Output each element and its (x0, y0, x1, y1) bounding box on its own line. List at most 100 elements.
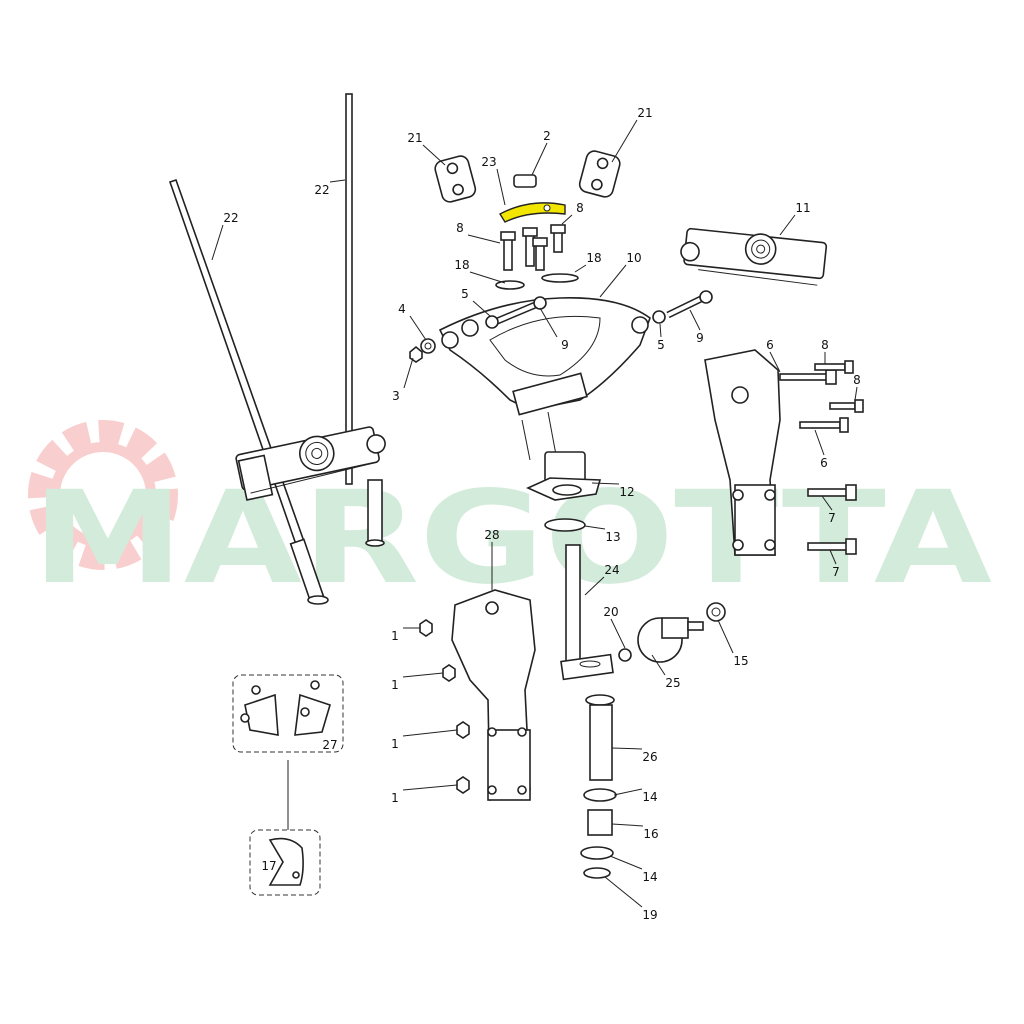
callout-1: 1 (391, 678, 399, 692)
leader-line (584, 525, 606, 530)
callout-7: 7 (828, 511, 836, 525)
callout-8: 8 (821, 338, 829, 352)
leader-line (574, 264, 587, 273)
leader-line (609, 855, 643, 870)
bolt-9-left (493, 296, 547, 326)
callout-4: 4 (398, 302, 406, 316)
callout-11: 11 (795, 201, 810, 215)
callout-5: 5 (461, 287, 469, 301)
leader-line (422, 144, 446, 166)
callout-8: 8 (456, 221, 464, 235)
callout-27: 27 (322, 738, 337, 752)
callout-6: 6 (820, 456, 828, 470)
clamp-assembly-left (235, 426, 386, 501)
leader-line (611, 747, 643, 750)
watermark-logo: MARGOTTA (28, 420, 992, 613)
bushing-2 (513, 174, 537, 188)
callout-24: 24 (604, 563, 619, 577)
fork-bracket-right (704, 349, 781, 556)
clamp-assembly-11 (680, 227, 828, 286)
leader-line (329, 179, 346, 183)
leader-line (611, 119, 638, 163)
callout-26: 26 (642, 750, 657, 764)
leader-line (769, 351, 781, 373)
rod-22-right (345, 93, 385, 547)
callout-9: 9 (696, 331, 704, 345)
leader-line (539, 307, 558, 338)
leader-line (599, 264, 627, 298)
callout-15: 15 (733, 654, 748, 668)
callout-7: 7 (832, 565, 840, 579)
leader-line (613, 788, 643, 796)
shaft-stack-26 (580, 694, 617, 879)
plate-21-left (434, 155, 477, 203)
callout-8: 8 (576, 201, 584, 215)
leader-line (409, 315, 427, 341)
leader-line (689, 309, 701, 331)
leader-line (814, 429, 825, 456)
leader-lines (211, 119, 858, 908)
callout-25: 25 (665, 676, 680, 690)
callout-1: 1 (391, 737, 399, 751)
callout-21: 21 (407, 131, 422, 145)
leader-line (610, 618, 626, 649)
steering-stem-12 (526, 451, 602, 501)
leader-line (467, 234, 501, 244)
washers-5 (485, 310, 666, 329)
bolts-8-top (500, 224, 566, 271)
shaft-24 (560, 544, 614, 681)
callout-21: 21 (637, 106, 652, 120)
callout-18: 18 (586, 251, 601, 265)
o-ring-13 (544, 518, 586, 532)
callout-2: 2 (543, 129, 551, 143)
callout-23: 23 (481, 155, 496, 169)
fork-bracket-28 (451, 589, 536, 802)
callout-17: 17 (261, 859, 276, 873)
kit-27 (232, 674, 344, 896)
leader-line (561, 214, 573, 225)
callout-22: 22 (314, 183, 329, 197)
leader-line (496, 168, 506, 206)
leader-line (469, 271, 506, 284)
callout-10: 10 (626, 251, 641, 265)
leader-line (854, 386, 858, 401)
leader-line (829, 549, 837, 565)
leader-line (403, 357, 414, 389)
gear-assembly-25 (618, 602, 726, 663)
washers-18 (495, 273, 579, 290)
leader-line (651, 654, 666, 676)
callout-19: 19 (642, 908, 657, 922)
leader-line (659, 323, 662, 338)
callout-1: 1 (391, 791, 399, 805)
plate-21-right (578, 150, 621, 198)
leader-line (211, 224, 224, 261)
bracket-23-highlighted (499, 202, 566, 223)
callout-8: 8 (853, 373, 861, 387)
leader-line (472, 300, 491, 317)
callout-18: 18 (454, 258, 469, 272)
callout-22: 22 (223, 211, 238, 225)
callout-9: 9 (561, 338, 569, 352)
nut-3-washer-4 (409, 338, 436, 363)
leader-line (611, 823, 644, 827)
callout-3: 3 (392, 389, 400, 403)
rod-22-left (168, 178, 329, 605)
bolts-6-7-8-right (779, 360, 864, 555)
callout-1: 1 (391, 629, 399, 643)
callout-5: 5 (657, 338, 665, 352)
leader-line (584, 576, 605, 596)
leader-line (779, 214, 796, 236)
bolt-9-right (666, 290, 713, 319)
leader-line (604, 876, 643, 908)
callout-12: 12 (619, 485, 634, 499)
callout-16: 16 (643, 827, 658, 841)
leader-line (402, 729, 458, 737)
callout-20: 20 (603, 605, 618, 619)
triple-clamp-10 (438, 297, 651, 416)
callout-14: 14 (642, 870, 657, 884)
leader-line (402, 672, 444, 678)
callout-14: 14 (642, 790, 657, 804)
leader-line (717, 619, 734, 654)
